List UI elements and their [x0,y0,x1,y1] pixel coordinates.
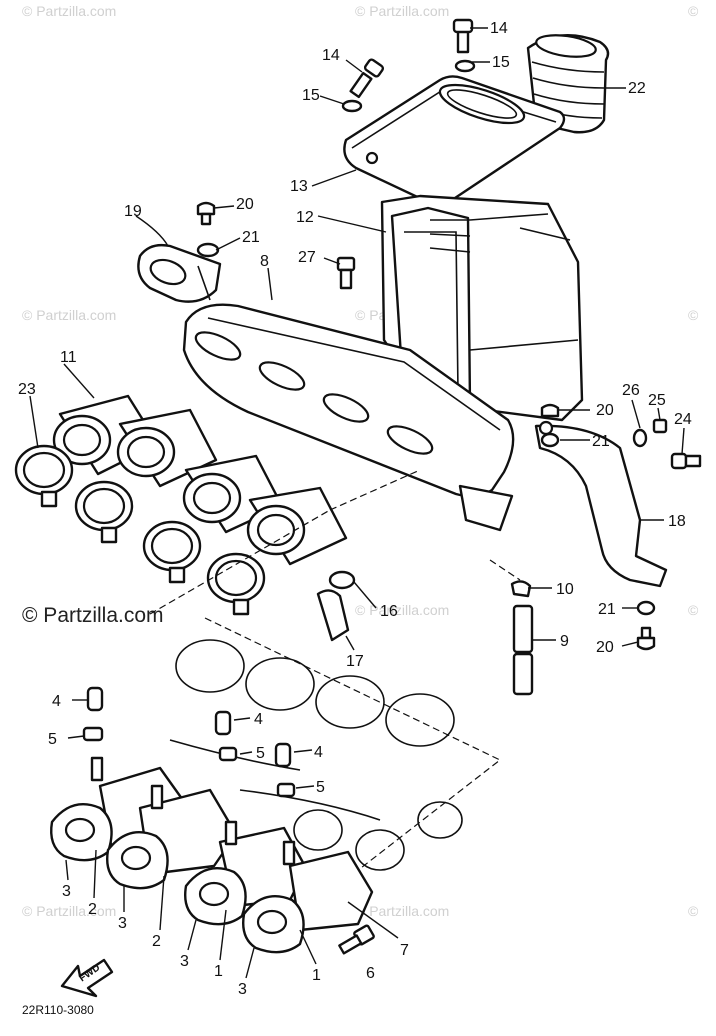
callout-3-fourth: 3 [238,981,247,998]
cover-screw-right [452,18,474,54]
callout-3-third: 3 [180,953,189,970]
callout-20-bottom: 20 [596,639,614,656]
assembly-line-2 [329,469,421,511]
callout-5-right: 5 [316,779,325,796]
washer-26 [632,428,648,448]
cylinder-head-outline [169,639,463,871]
callout-15-left: 15 [302,87,320,104]
nut-25 [652,418,668,434]
plug-10 [510,580,532,598]
bolt-20-bottom [636,626,656,651]
callout-7: 7 [400,942,409,959]
callout-2-second: 2 [152,933,161,950]
callout-4-middle: 4 [254,711,263,728]
callout-4-left: 4 [52,693,61,710]
bolt-27 [336,256,356,290]
diagram-reference-code: 22R110-3080 [22,1003,94,1017]
callout-20-right: 20 [596,402,614,419]
watermark-top-center: © Partzilla.com [355,3,449,19]
watermark-bottom-right: © [688,903,699,919]
joint-bracket [137,243,222,303]
cover-washer-right [454,59,476,73]
callout-19: 19 [124,203,142,220]
bolt-20-right [540,403,560,418]
hose-9 [512,604,534,696]
callout-20-top: 20 [236,196,254,213]
callout-22: 22 [628,80,646,97]
air-box-cover [343,75,566,205]
callout-17: 17 [346,653,364,670]
watermark-top-left: © Partzilla.com [22,3,116,19]
assembly-line-4 [489,559,521,581]
forward-direction-arrow: FWD [60,958,114,998]
callout-12: 12 [296,209,314,226]
callout-25: 25 [648,392,666,409]
callout-5-middle: 5 [256,745,265,762]
callout-14-left: 14 [322,47,340,64]
cover-washer-left [341,99,363,113]
hose-clamps [14,444,266,616]
callout-15-right: 15 [492,54,510,71]
callout-21-top: 21 [242,229,260,246]
collar-21-bottom [636,600,656,616]
callout-6: 6 [366,965,375,982]
side-bracket [534,420,668,588]
callout-8: 8 [260,253,269,270]
bolt-20-top [196,201,216,226]
cover-screw-left [349,58,385,99]
callout-2-first: 2 [88,901,97,918]
callout-1-second: 1 [312,967,321,984]
callout-23: 23 [18,381,36,398]
leader-lines [29,27,685,979]
caps-and-clips [82,686,296,798]
callout-10: 10 [556,581,574,598]
watermark-top-right: © [688,3,699,19]
grommet-16 [328,570,356,590]
watermark-mid-left: © Partzilla.com [22,307,116,323]
watermark-center-right: © [688,602,699,618]
watermark-bottom-left: © Partzilla.com [22,903,116,919]
callout-21-right: 21 [592,433,610,450]
watermark-center: © Partzilla.com [355,602,449,618]
callout-27: 27 [298,249,316,266]
assembly-line-1 [149,509,331,615]
collar-21-right [540,432,560,448]
callout-3-second: 3 [118,915,127,932]
air-filter-element [182,303,515,532]
callout-26: 26 [622,382,640,399]
callout-11: 11 [60,349,77,366]
callout-labels: 14 14 15 15 22 13 12 20 21 19 8 27 11 23… [18,20,692,998]
callout-18: 18 [668,513,686,530]
intake-joints [52,394,348,566]
callout-5-left: 5 [48,731,57,748]
collar-21-top [196,242,220,258]
callout-24: 24 [674,411,692,428]
callout-3-first: 3 [62,883,71,900]
callout-21-bottom: 21 [598,601,616,618]
callout-9: 9 [560,633,569,650]
watermark-mid-right: © [688,307,699,323]
carb-flanges [50,803,305,954]
callout-1-first: 1 [214,963,223,980]
watermark-bottom-center: © Partzilla.com [355,903,449,919]
callout-4-right: 4 [314,744,323,761]
bolt-24 [670,452,702,470]
bolt-6 [338,924,375,955]
callout-13: 13 [290,178,308,195]
watermark-primary: © Partzilla.com [22,604,164,627]
callout-16: 16 [380,603,398,620]
callout-14-right: 14 [490,20,508,37]
fitting-17 [316,589,350,642]
